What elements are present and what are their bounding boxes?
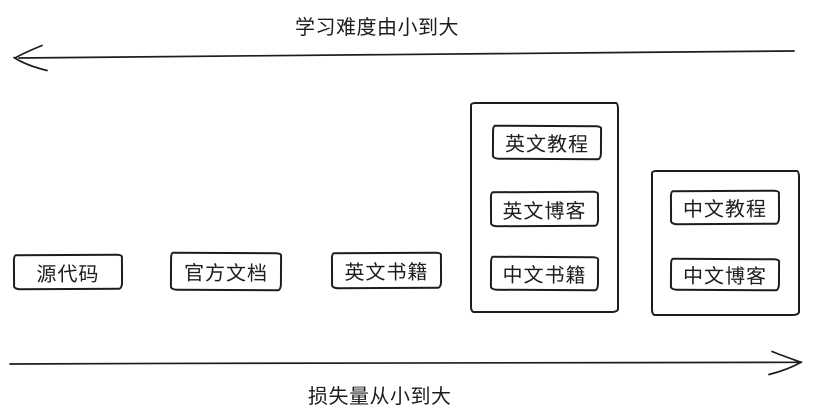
node-english-tutorials: 英文教程 (491, 124, 603, 161)
node-english-books: 英文书籍 (330, 251, 443, 290)
node-chinese-books: 中文书籍 (489, 255, 600, 292)
node-label: 中文书籍 (502, 264, 587, 288)
node-label: 英文教程 (504, 133, 590, 157)
group-box-1: 英文教程 英文博客 中文书籍 (470, 102, 619, 313)
arrow-left-icon (13, 44, 795, 72)
node-label: 中文教程 (682, 198, 768, 222)
node-label: 源代码 (36, 263, 100, 286)
bottom-axis-label: 损失量从小到大 (308, 386, 452, 408)
node-label: 官方文档 (183, 262, 269, 286)
node-label: 中文博客 (682, 265, 768, 289)
node-english-blogs: 英文博客 (489, 190, 600, 228)
node-chinese-blogs: 中文博客 (669, 257, 781, 292)
node-source-code: 源代码 (12, 253, 124, 291)
arrow-right-icon (9, 350, 803, 376)
node-chinese-tutorials: 中文教程 (669, 189, 781, 226)
node-official-docs: 官方文档 (169, 251, 283, 292)
top-axis-label: 学习难度由小到大 (295, 17, 459, 39)
group-box-2: 中文教程 中文博客 (651, 170, 800, 316)
node-label: 英文书籍 (344, 261, 429, 285)
node-label: 英文博客 (502, 200, 587, 223)
